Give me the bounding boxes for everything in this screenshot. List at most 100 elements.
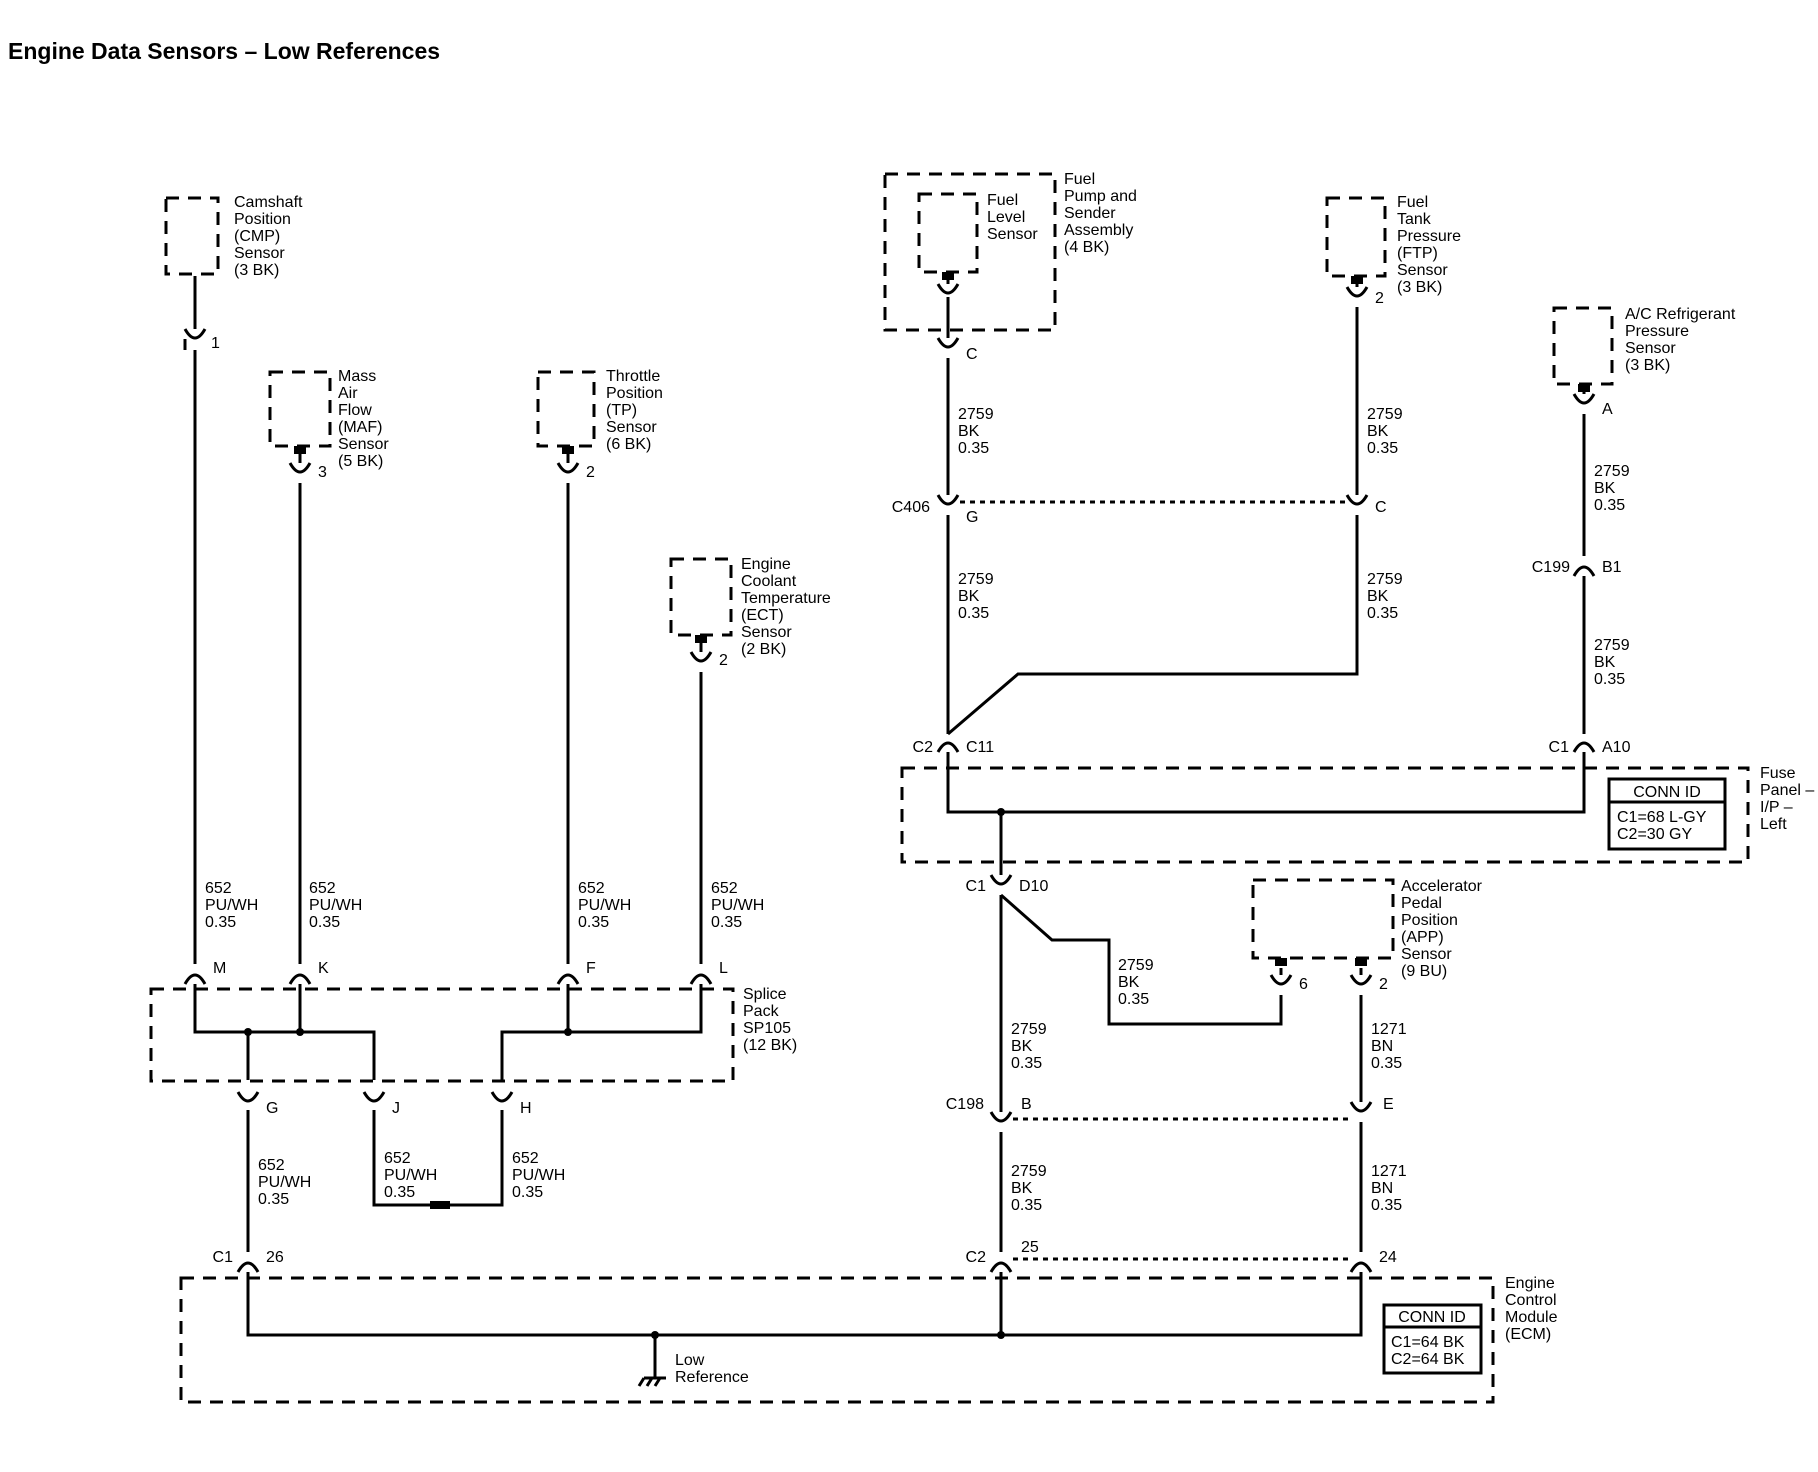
terminal-female	[1269, 974, 1293, 986]
app-sensor-label: Accelerator Pedal Position (APP) Sensor …	[1401, 878, 1486, 980]
cmp-sensor-label: Camshaft Position (CMP) Sensor (3 BK)	[234, 194, 307, 279]
terminal-female	[936, 494, 960, 506]
terminal-male	[689, 973, 713, 985]
pin-label: G	[966, 509, 978, 526]
ground-symbol	[637, 1335, 666, 1387]
ground-hatch	[637, 1377, 662, 1387]
junction-dots	[244, 808, 1005, 1339]
cmp-sensor-box	[164, 196, 220, 276]
wire-cmp	[193, 276, 376, 1080]
wire-splice-g	[246, 1032, 1363, 1337]
pin-label: C11	[966, 739, 994, 756]
conn-id-ecm: CONN ID C1=64 BK C2=64 BK	[1382, 1303, 1483, 1375]
terminal-stub	[695, 635, 707, 643]
terminal-stub	[1351, 276, 1363, 284]
terminal-female	[236, 1091, 260, 1103]
ftp-sensor-box	[1325, 196, 1387, 278]
ac-sensor-box	[1552, 306, 1614, 386]
pin-label: F	[586, 960, 596, 977]
maf-sensor-box	[268, 370, 332, 448]
ecm-box	[179, 1276, 1495, 1404]
component-labels: Camshaft Position (CMP) Sensor (3 BK) Ma…	[234, 171, 1814, 1386]
pin-label: D10	[1019, 878, 1048, 895]
pin-label: C2	[913, 739, 934, 756]
terminal-female	[1572, 393, 1596, 405]
terminal-female	[288, 462, 312, 474]
terminal-stub	[562, 446, 574, 454]
wire-ect	[500, 637, 703, 1080]
pin-label: C406	[892, 499, 930, 516]
pin-label: K	[318, 960, 329, 977]
terminal-stub	[1275, 958, 1287, 966]
pin-label: C1	[213, 1249, 234, 1266]
terminal-female	[556, 462, 580, 474]
wire-fuel-level	[946, 274, 1586, 814]
terminal-female	[362, 1091, 386, 1103]
splice-junction	[244, 1028, 252, 1036]
terminal-male	[236, 1261, 260, 1273]
terminal-female	[490, 1091, 514, 1103]
fuel-pump-assembly-box	[883, 172, 1057, 332]
fuel-level-sensor-box	[917, 192, 979, 274]
pin-label: C1	[966, 878, 987, 895]
maf-sensor-label: Mass Air Flow (MAF) Sensor (5 BK)	[338, 368, 393, 470]
terminal-male	[183, 328, 207, 340]
pin-label: B1	[1602, 559, 1622, 576]
ground-label: Low Reference	[675, 1352, 749, 1386]
terminal-female	[989, 1111, 1013, 1123]
terminal-male	[556, 973, 580, 985]
terminal-male	[288, 973, 312, 985]
connector-terminals	[183, 272, 1596, 1273]
wires	[193, 274, 1586, 1337]
ect-sensor-box	[669, 557, 733, 637]
pin-label: A10	[1602, 739, 1631, 756]
pin-label: 3	[318, 464, 327, 481]
conn-id-fuse-line-1: C1=68 L-GY	[1617, 809, 1707, 826]
conn-id-ecm-header: CONN ID	[1398, 1309, 1466, 1326]
pin-label: G	[266, 1100, 278, 1117]
ecm-junction	[997, 1331, 1005, 1339]
terminal-female	[1349, 1101, 1373, 1113]
pin-label: 25	[1021, 1239, 1039, 1256]
conn-id-fuse-panel: CONN ID C1=68 L-GY C2=30 GY	[1607, 777, 1727, 851]
terminal-stub	[1578, 384, 1590, 392]
pin-label: 2	[719, 652, 728, 669]
pin-label: A	[1602, 401, 1613, 418]
terminal-male	[1572, 741, 1596, 753]
splice-junction	[296, 1028, 304, 1036]
pin-label: 2	[1375, 290, 1384, 307]
pin-label: C	[966, 346, 978, 363]
terminal-male	[936, 741, 960, 753]
pin-label: 1	[211, 335, 220, 352]
terminal-male	[989, 1261, 1013, 1273]
ecm-label: Engine Control Module (ECM)	[1505, 1275, 1562, 1343]
app-sensor-box	[1251, 878, 1395, 960]
terminal-female	[1349, 974, 1373, 986]
terminal-stub	[942, 272, 954, 280]
tp-sensor-box	[536, 370, 596, 448]
pin-label: 26	[266, 1249, 284, 1266]
terminal-stub	[294, 446, 306, 454]
ftp-sensor-label: Fuel Tank Pressure (FTP) Sensor (3 BK)	[1397, 194, 1465, 296]
splice-junction	[564, 1028, 572, 1036]
splice-pack-label: Splice Pack SP105 (12 BK)	[743, 986, 797, 1054]
pin-label: 6	[1299, 976, 1308, 993]
pin-label: C	[1375, 499, 1387, 516]
pin-label: C2	[966, 1249, 987, 1266]
terminal-female	[936, 337, 960, 349]
terminal-female	[1345, 494, 1369, 506]
pin-label: C199	[1532, 559, 1570, 576]
